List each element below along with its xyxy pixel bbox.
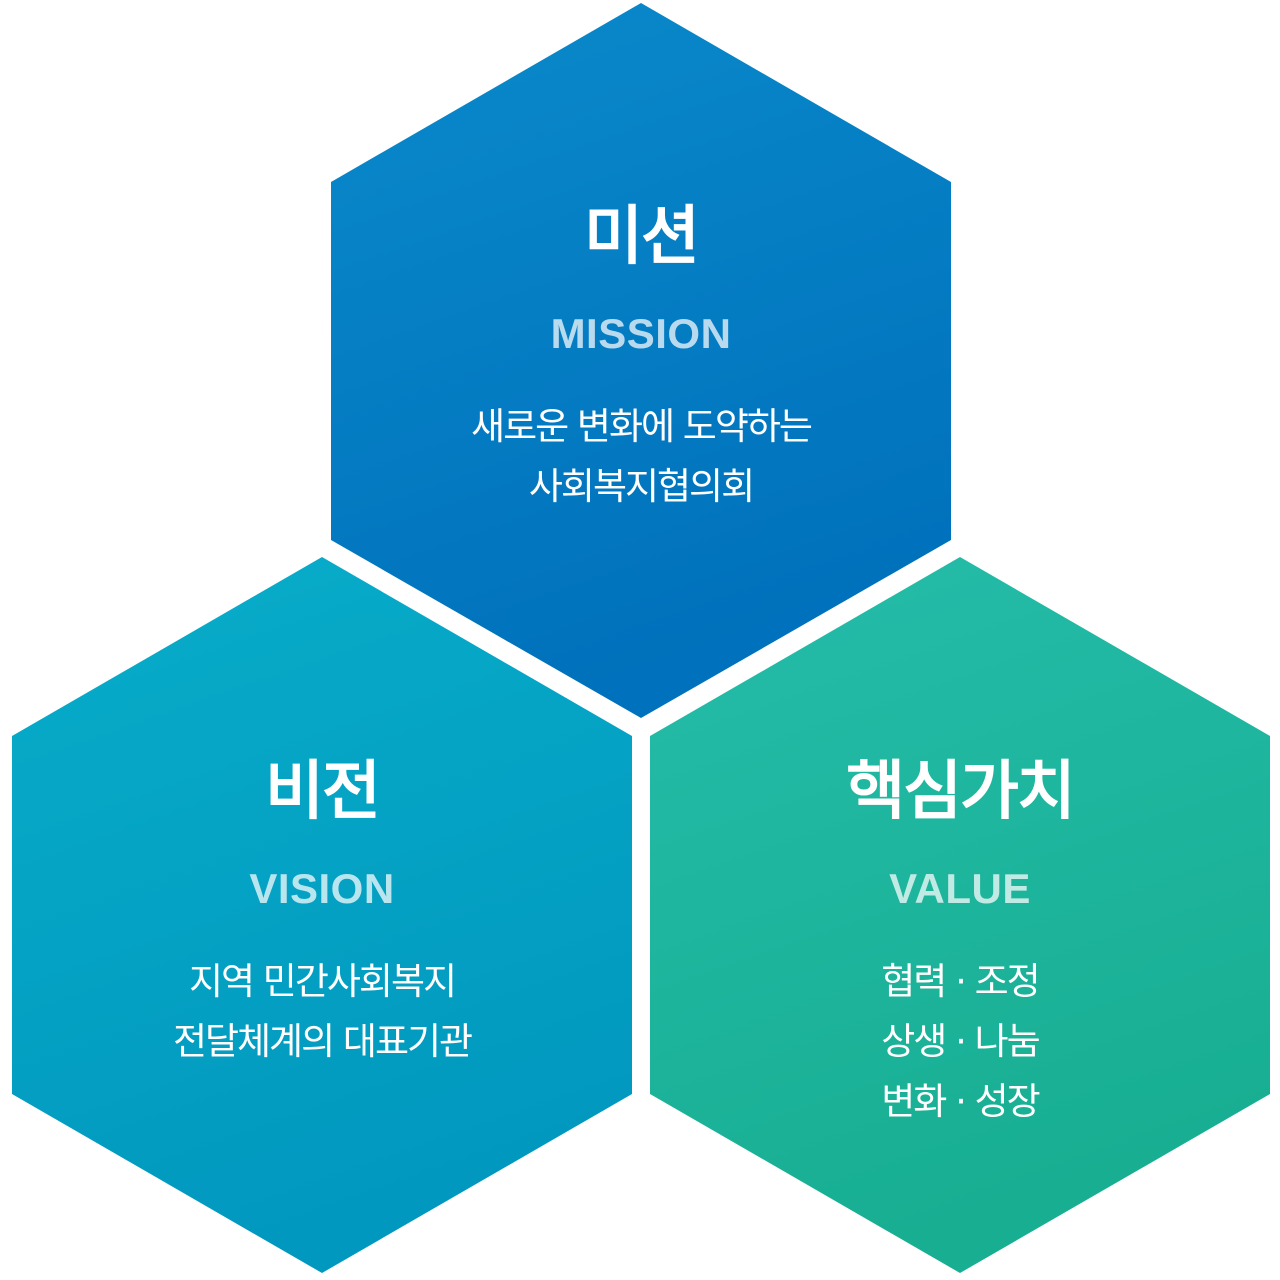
mission-subtitle: MISSION bbox=[550, 310, 732, 357]
value-line-2: 상생 · 나눔 bbox=[881, 1020, 1040, 1063]
value-hexagon bbox=[650, 557, 1270, 1273]
value-content: 핵심가치 VALUE 협력 · 조정 상생 · 나눔 변화 · 성장 bbox=[650, 760, 1270, 1132]
value-description: 협력 · 조정 상생 · 나눔 변화 · 성장 bbox=[650, 952, 1270, 1132]
mission-description: 새로운 변화에 도약하는 사회복지협의회 bbox=[331, 397, 951, 517]
value-line-3: 변화 · 성장 bbox=[881, 1080, 1040, 1123]
value-subtitle: VALUE bbox=[889, 865, 1031, 912]
mission-line-1: 새로운 변화에 도약하는 bbox=[471, 405, 813, 448]
vision-line-2: 전달체계의 대표기관 bbox=[172, 1020, 473, 1063]
vision-title: 비전 bbox=[265, 755, 381, 829]
vision-description: 지역 민간사회복지 전달체계의 대표기관 bbox=[12, 952, 632, 1072]
mission-title: 미션 bbox=[584, 200, 700, 274]
value-line-1: 협력 · 조정 bbox=[881, 960, 1040, 1003]
vision-hexagon bbox=[12, 557, 632, 1273]
vision-line-1: 지역 민간사회복지 bbox=[188, 960, 457, 1003]
mission-content: 미션 MISSION 새로운 변화에 도약하는 사회복지협의회 bbox=[331, 205, 951, 517]
mission-line-2: 사회복지협의회 bbox=[528, 465, 755, 508]
vision-content: 비전 VISION 지역 민간사회복지 전달체계의 대표기관 bbox=[12, 760, 632, 1072]
value-title: 핵심가치 bbox=[846, 755, 1076, 829]
vision-subtitle: VISION bbox=[249, 865, 395, 912]
mission-hexagon bbox=[331, 3, 951, 718]
